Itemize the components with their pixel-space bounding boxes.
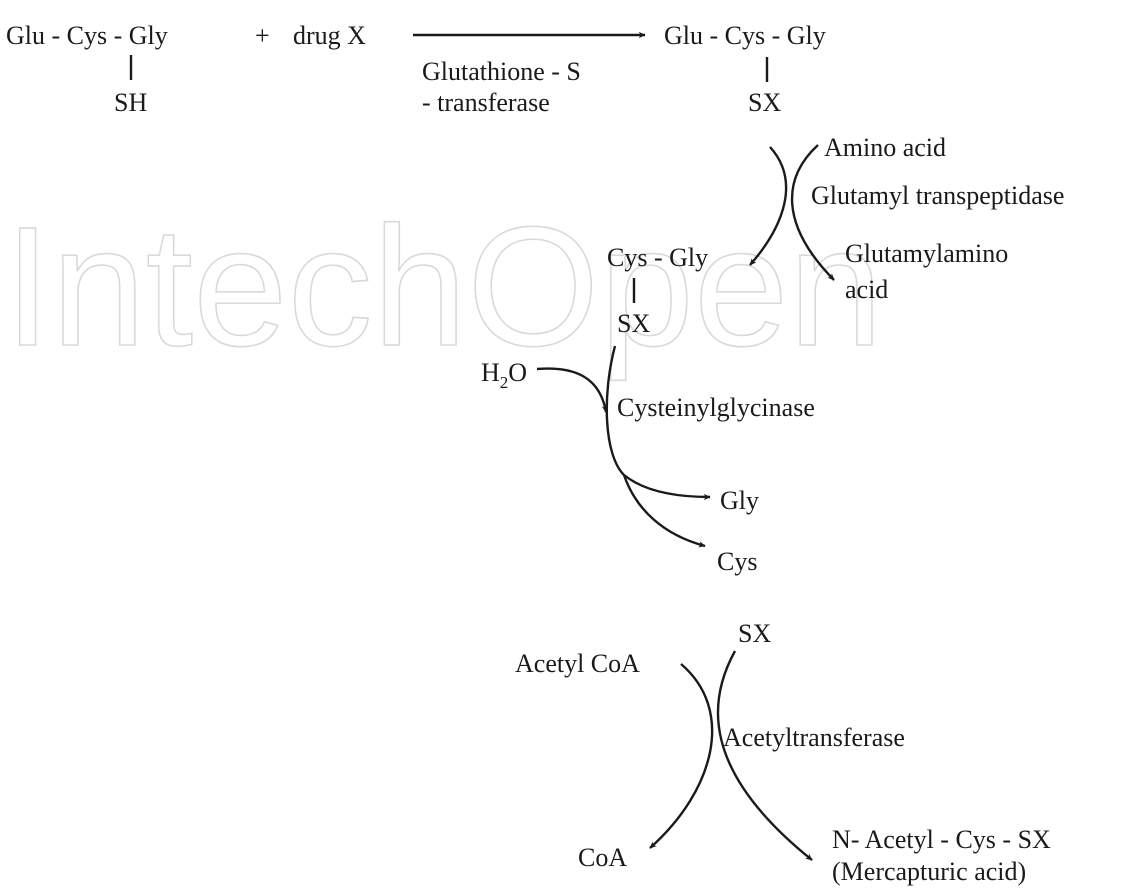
conjugate-label: Glu - Cys - Gly <box>664 21 826 50</box>
transpeptidase-left-arrow <box>749 146 788 266</box>
cys-product-label: Cys <box>717 547 757 576</box>
mercapturic-product-line1: N- Acetyl - Cys - SX <box>832 825 1051 854</box>
glutamylamino-label-line1: Glutamylamino <box>845 239 1008 268</box>
thiol-group-label: SH <box>114 88 147 117</box>
plus-sign: + <box>255 21 270 50</box>
drug-x-label: drug X <box>293 21 366 50</box>
transpeptidase-enzyme-label: Glutamyl transpeptidase <box>811 181 1064 210</box>
gst-enzyme-line1: Glutathione - S <box>422 57 581 86</box>
conjugate-sx-label: SX <box>748 88 781 117</box>
watermark-text: IntechOpen <box>4 192 883 382</box>
gly-release-arrow <box>605 345 711 501</box>
cys-gly-conjugate-label: Cys - Gly <box>607 243 708 272</box>
sx-to-mercapturic-arrow <box>716 650 813 861</box>
acetyl-coa-label: Acetyl CoA <box>515 649 640 678</box>
cysteinylglycinase-enzyme-label: Cysteinylglycinase <box>617 393 815 422</box>
water-label: H2O <box>481 358 527 392</box>
acetyltransferase-enzyme-label: Acetyltransferase <box>723 723 905 752</box>
acetyl-coa-to-coa-arrow <box>649 663 714 849</box>
gly-product-label: Gly <box>720 486 759 515</box>
sx-input-label: SX <box>738 619 771 648</box>
mercapturic-product-line2: (Mercapturic acid) <box>832 857 1026 886</box>
gst-enzyme-line2: - transferase <box>422 88 550 117</box>
transpeptidase-right-arrow <box>790 144 835 281</box>
coa-product-label: CoA <box>578 843 627 872</box>
amino-acid-label: Amino acid <box>824 133 946 162</box>
glutamylamino-label-line2: acid <box>845 275 888 304</box>
water-input-arrow <box>536 367 609 413</box>
glutathione-label: Glu - Cys - Gly <box>6 21 168 50</box>
cys-release-arrow <box>622 474 706 548</box>
cys-gly-sx-label: SX <box>617 309 650 338</box>
